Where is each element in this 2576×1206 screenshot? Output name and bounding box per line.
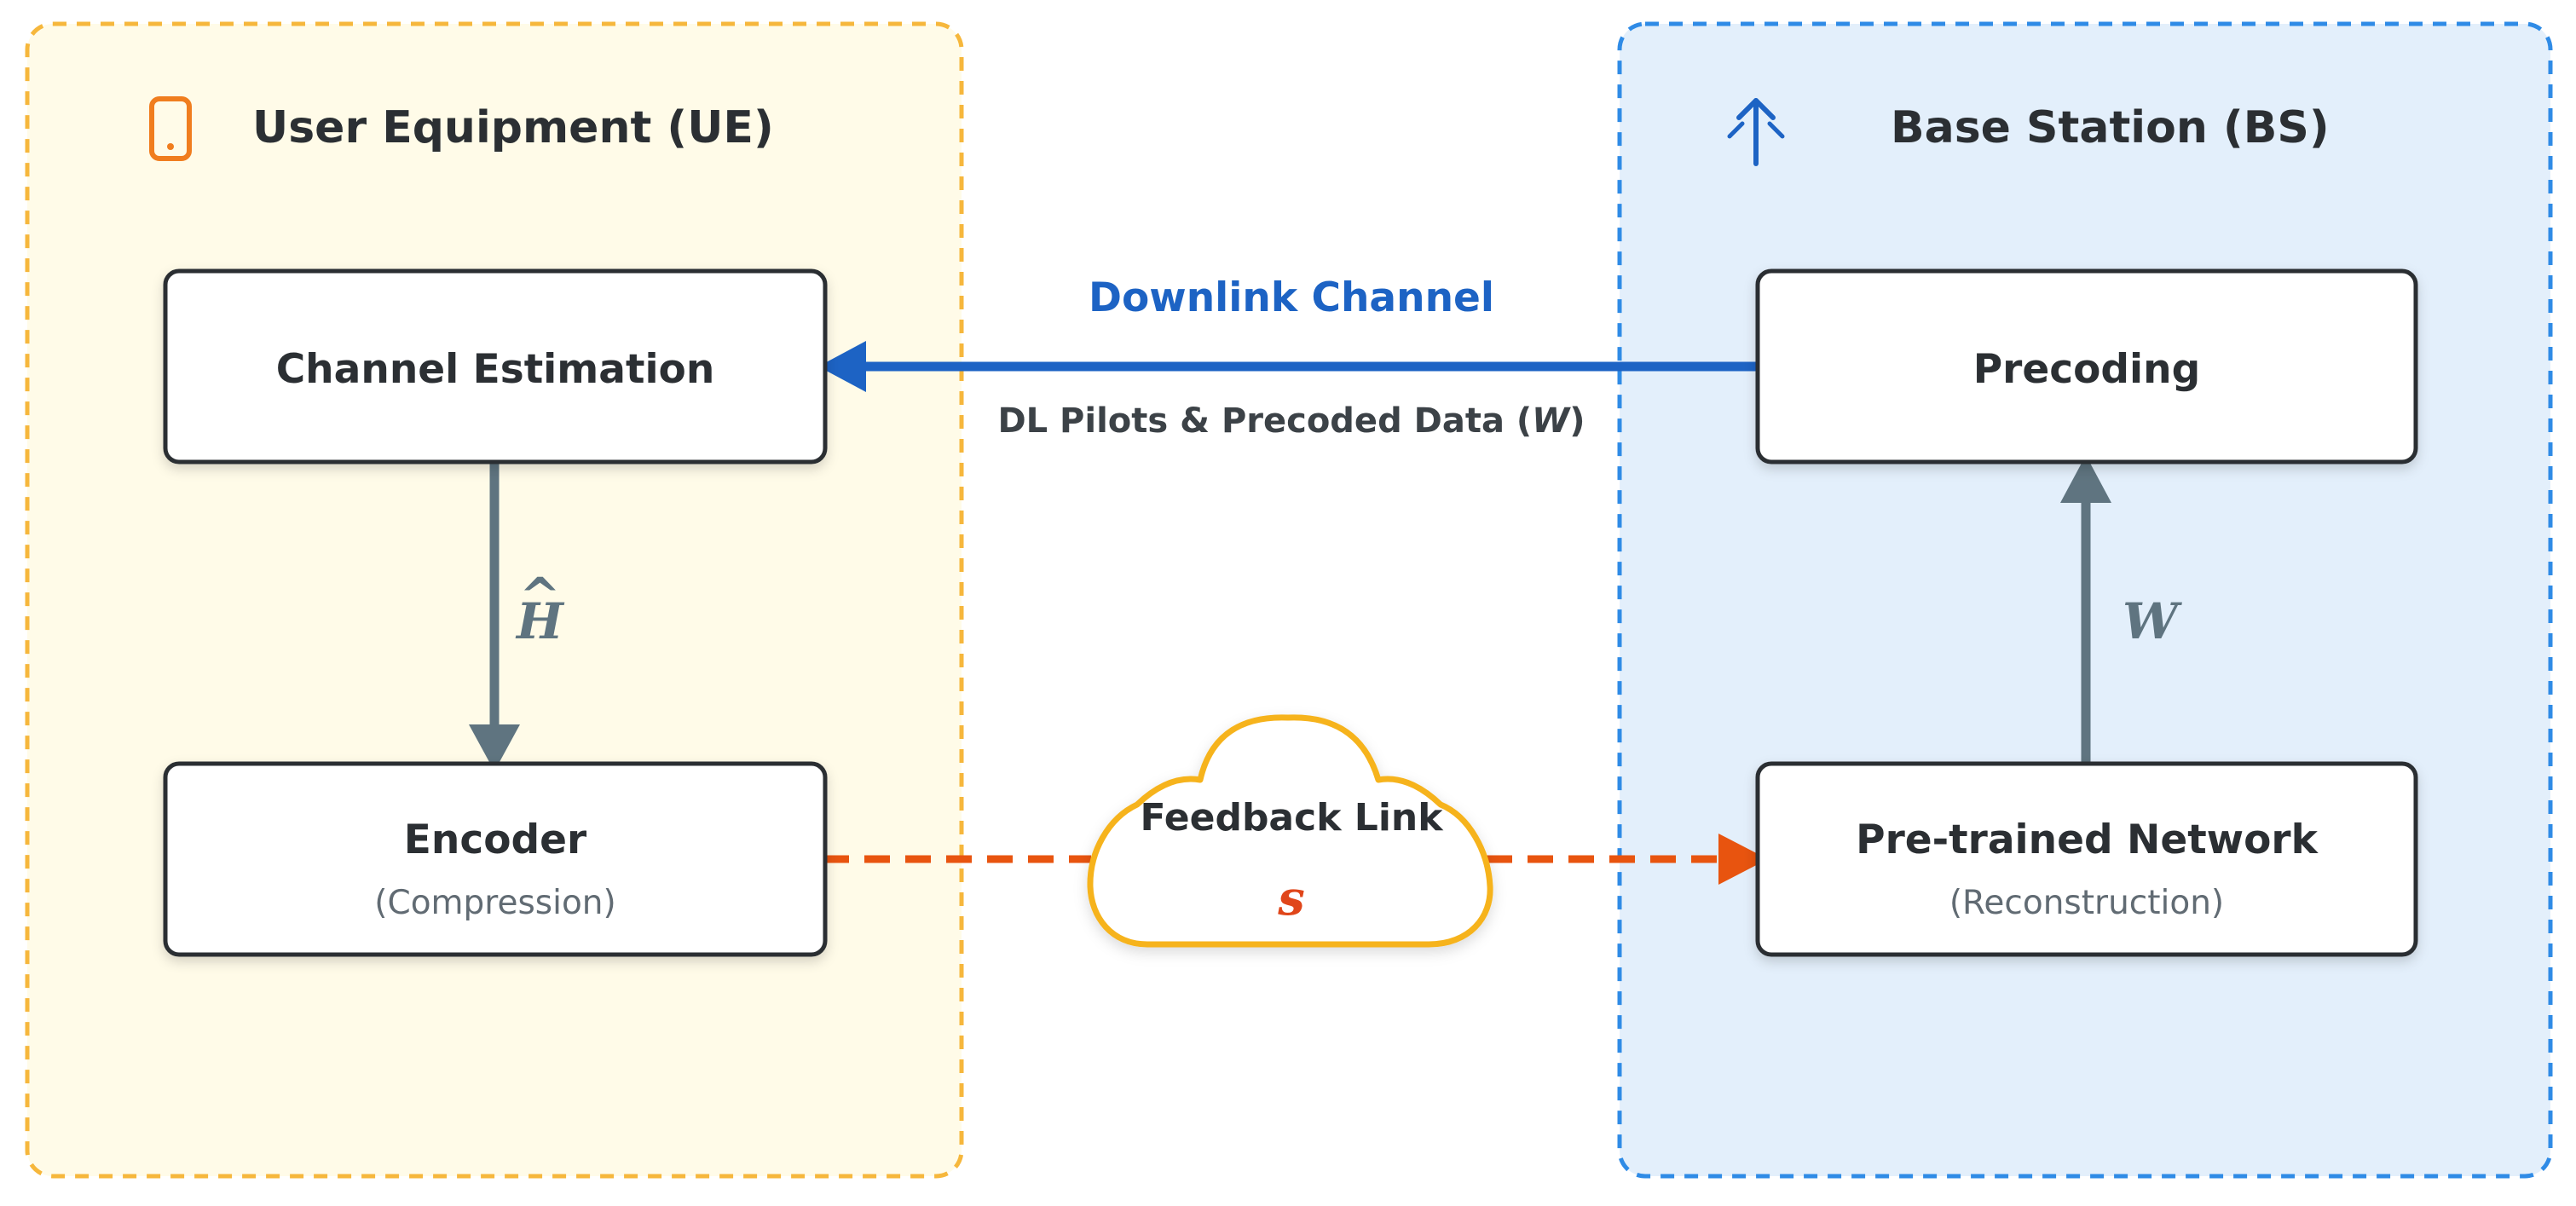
pretrained-network-box: [1755, 761, 2418, 957]
precoding-box: [1755, 268, 2418, 465]
h-hat-label: ^H: [517, 571, 563, 646]
downlink-title: Downlink Channel: [1088, 274, 1495, 321]
channel-estimation-box: [163, 268, 828, 465]
ue-internal-arrow: [469, 464, 520, 771]
w-label: W: [2123, 592, 2179, 650]
encoder-sublabel: (Compression): [374, 884, 616, 922]
antenna-icon: [1727, 98, 1785, 166]
precoding-label: Precoding: [1972, 346, 2201, 393]
feedback-link-label: Feedback Link: [1140, 796, 1443, 840]
bs-internal-arrow: [2060, 455, 2111, 764]
pretrained-network-sublabel: (Reconstruction): [1949, 884, 2225, 922]
smartphone-icon: [149, 96, 192, 161]
h-hat-accent: ^: [519, 567, 561, 625]
feedback-symbol-label: s: [1278, 870, 1305, 926]
feedback-arrow: [823, 834, 1768, 885]
downlink-arrow: [818, 341, 1758, 392]
h-hat-symbol: H: [517, 592, 563, 650]
downlink-subtitle-prefix: DL Pilots & Precoded Data (: [997, 401, 1533, 441]
encoder-label: Encoder: [403, 817, 587, 863]
downlink-subtitle-symbol: W: [1532, 401, 1570, 441]
bs-title: Base Station (BS): [1891, 102, 2330, 153]
downlink-subtitle: DL Pilots & Precoded Data (W): [869, 404, 1713, 438]
pretrained-network-label: Pre-trained Network: [1856, 817, 2318, 863]
downlink-subtitle-suffix: ): [1569, 401, 1585, 441]
ue-title: User Equipment (UE): [252, 102, 774, 153]
encoder-box: [163, 761, 828, 957]
feedback-cloud: [1087, 714, 1493, 948]
channel-estimation-label: Channel Estimation: [275, 346, 715, 393]
